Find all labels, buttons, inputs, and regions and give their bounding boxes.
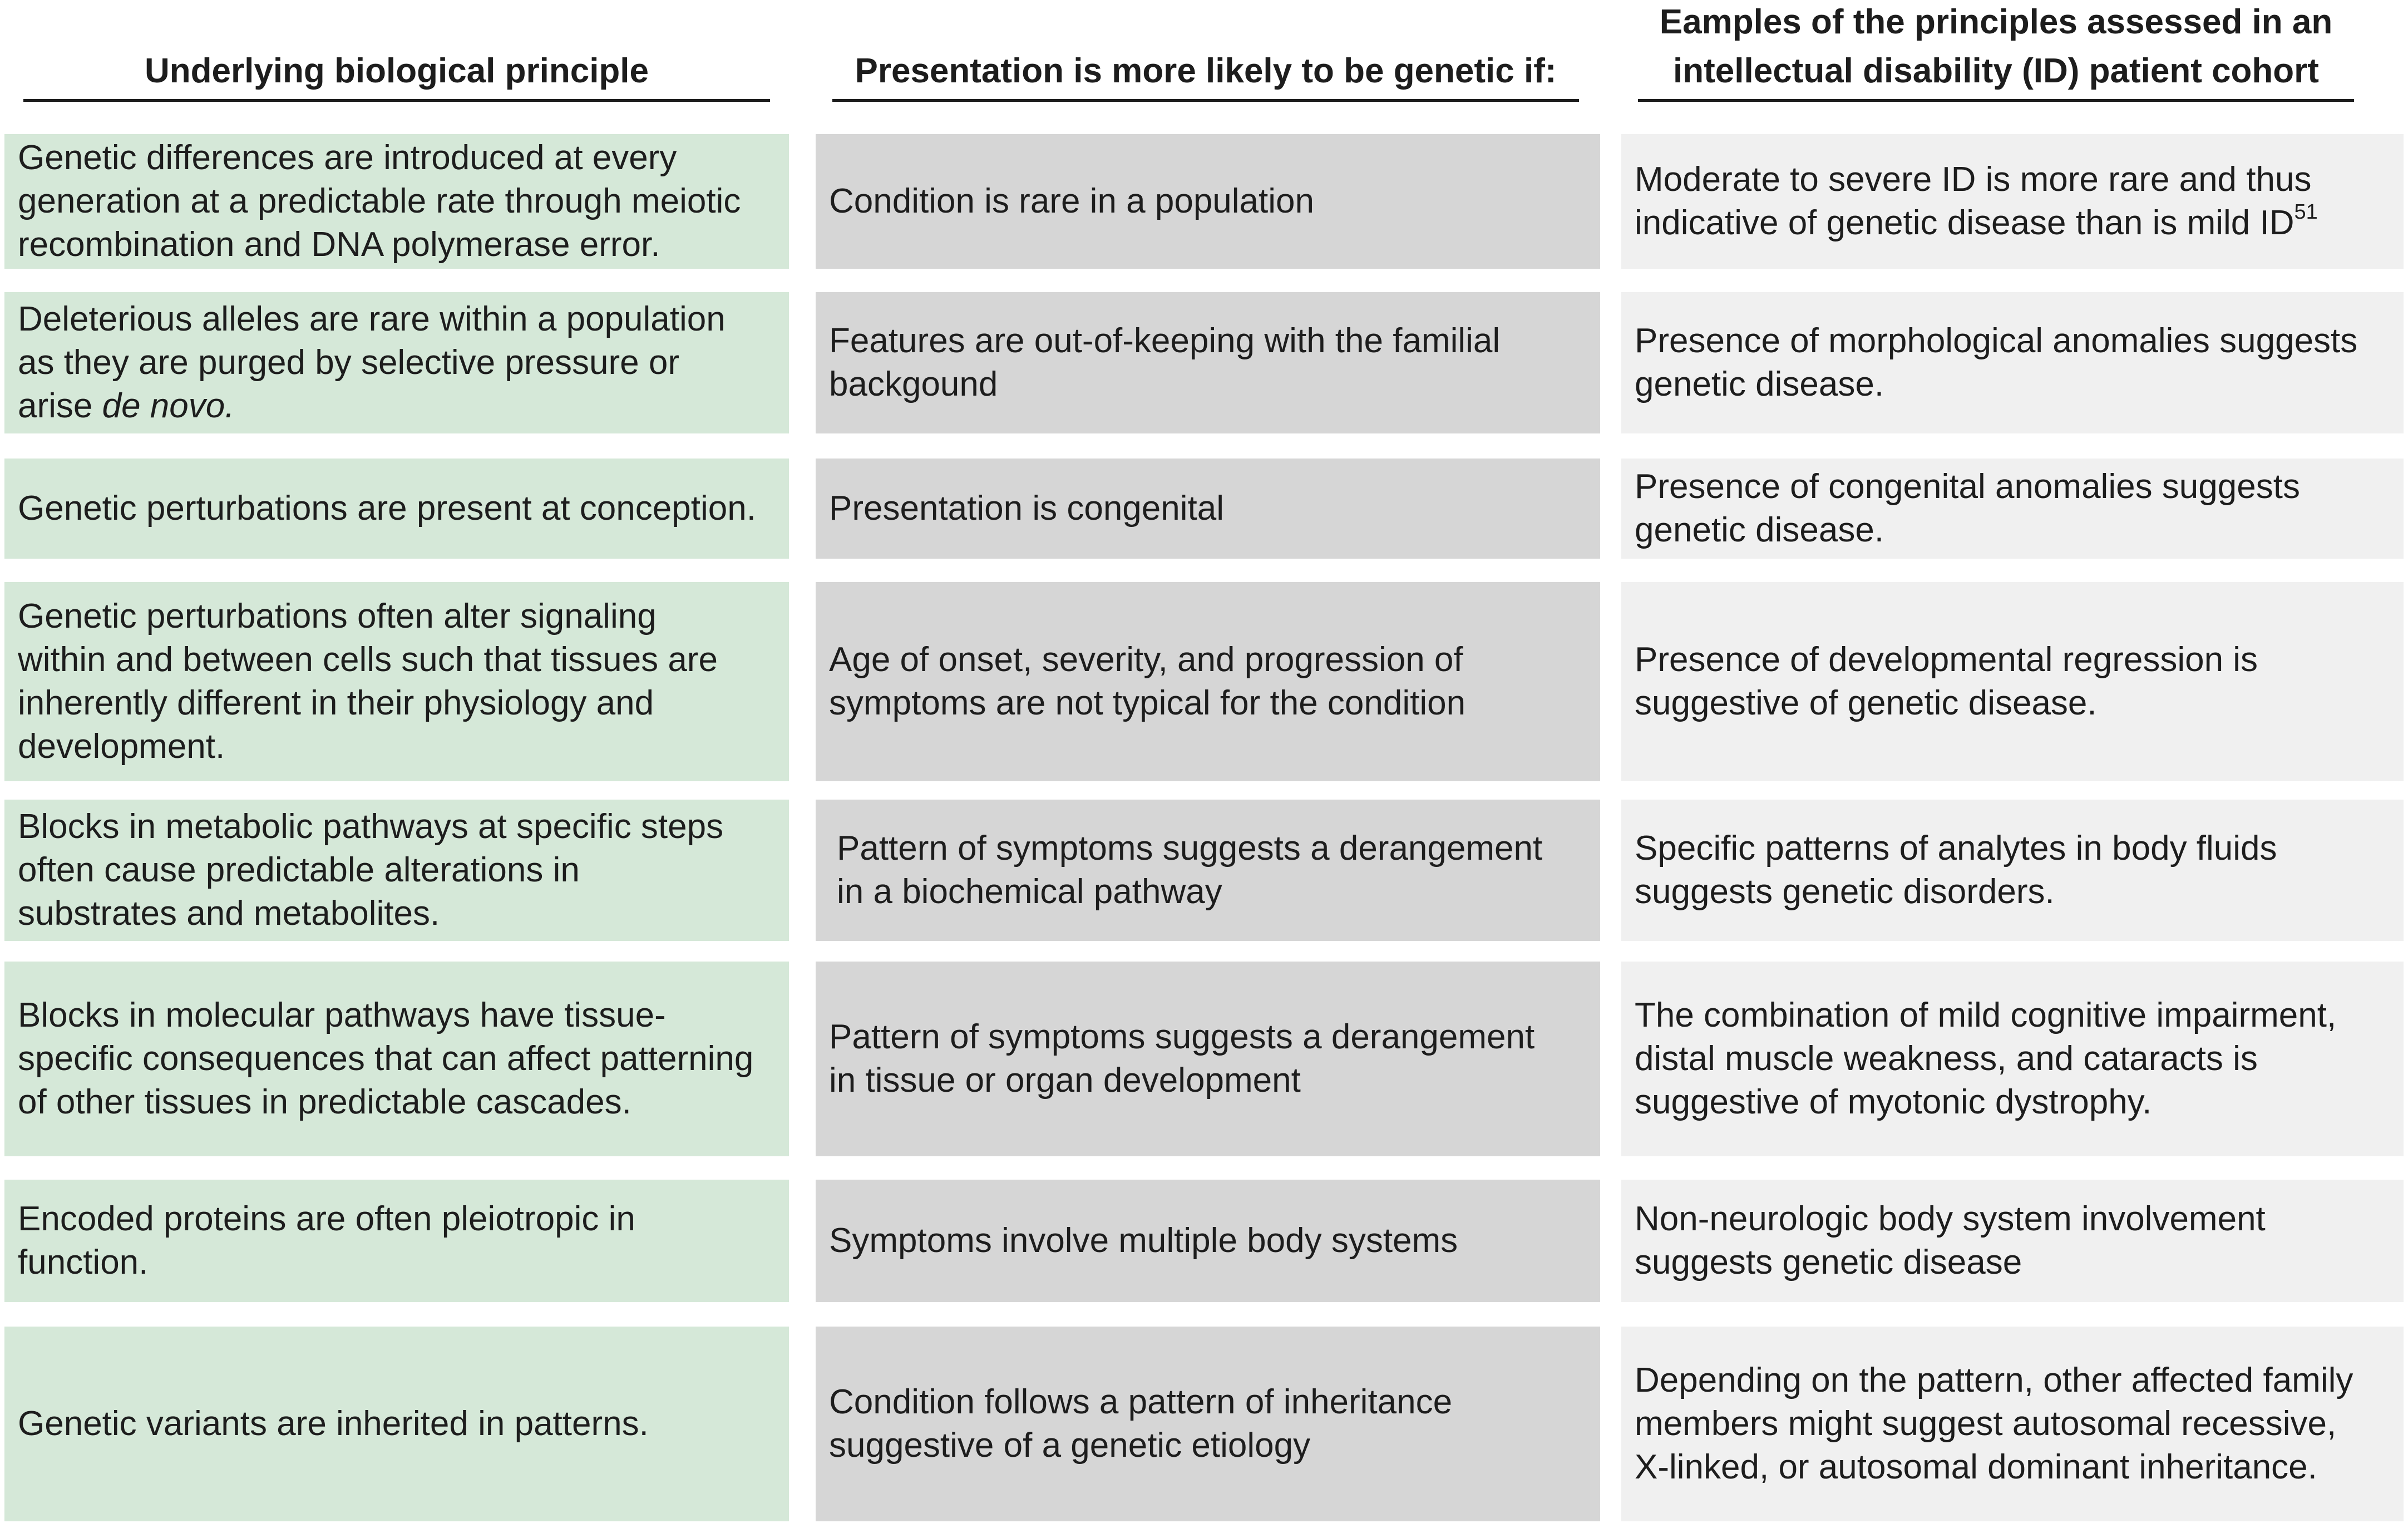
table-row-5-principle: Blocks in metabolic pathways at specific… (4, 800, 789, 941)
cell-text: Blocks in molecular pathways have tissue… (18, 996, 754, 1121)
table-row-6-principle: Blocks in molecular pathways have tissue… (4, 962, 789, 1156)
header-presentation-genetic: Presentation is more likely to be geneti… (832, 0, 1579, 102)
cell-text: Symptoms involve multiple body systems (829, 1221, 1458, 1260)
header-examples-id-cohort: Eamples of the principles assessed in an… (1638, 0, 2354, 102)
table-row-6-presentation: Pattern of symptoms suggests a derangeme… (816, 962, 1600, 1156)
table-row-1-example: Moderate to severe ID is more rare and t… (1621, 134, 2404, 269)
table-row-3-presentation: Presentation is congenital (816, 459, 1600, 559)
cell-text: Moderate to severe ID is more rare and t… (1635, 158, 2318, 245)
table-row-5-example: Specific patterns of analytes in body fl… (1621, 800, 2404, 941)
table-row-2-principle: Deleterious alleles are rare within a po… (4, 292, 789, 433)
header-underlying-principle-text: Underlying biological principle (145, 52, 649, 90)
table-row-7-principle: Encoded proteins are often pleiotropic i… (4, 1180, 789, 1302)
table-row-5-presentation: Pattern of symptoms suggests a derangeme… (816, 800, 1600, 941)
cell-text: Features are out-of-keeping with the fam… (829, 322, 1501, 403)
reference-superscript: 51 (2294, 200, 2318, 224)
cell-text: Presence of developmental regression is … (1635, 640, 2258, 722)
header-examples-id-cohort-text: Eamples of the principles assessed in an… (1659, 3, 2333, 90)
cell-text: Deleterious alleles are rare within a po… (18, 298, 726, 428)
cell-text: Presence of congenital anomalies suggest… (1635, 467, 2300, 549)
cell-text: Depending on the pattern, other affected… (1635, 1361, 2353, 1486)
table-row-8-example: Depending on the pattern, other affected… (1621, 1327, 2404, 1521)
cell-text: Blocks in metabolic pathways at specific… (18, 807, 724, 933)
table-row-1-principle: Genetic differences are introduced at ev… (4, 134, 789, 269)
cell-text: Genetic differences are introduced at ev… (18, 139, 741, 264)
table-row-1-presentation: Condition is rare in a population (816, 134, 1600, 269)
header-presentation-genetic-text: Presentation is more likely to be geneti… (855, 52, 1557, 90)
cell-text: Specific patterns of analytes in body fl… (1635, 829, 2277, 911)
table-row-3-principle: Genetic perturbations are present at con… (4, 459, 789, 559)
table-row-4-example: Presence of developmental regression is … (1621, 582, 2404, 781)
table-row-6-example: The combination of mild cognitive impair… (1621, 962, 2404, 1156)
cell-text: Pattern of symptoms suggests a derangeme… (837, 829, 1543, 911)
table-row-8-principle: Genetic variants are inherited in patter… (4, 1327, 789, 1521)
example-text: Moderate to severe ID is more rare and t… (1635, 160, 2312, 242)
table-row-7-example: Non-neurologic body system involvement s… (1621, 1180, 2404, 1302)
cell-text: The combination of mild cognitive impair… (1635, 996, 2337, 1121)
table-row-2-presentation: Features are out-of-keeping with the fam… (816, 292, 1600, 433)
table-row-2-example: Presence of morphological anomalies sugg… (1621, 292, 2404, 433)
cell-text: Encoded proteins are often pleiotropic i… (18, 1200, 635, 1281)
cell-text: Presentation is congenital (829, 489, 1225, 528)
header-underlying-principle: Underlying biological principle (23, 0, 770, 102)
cell-text: Genetic variants are inherited in patter… (18, 1404, 649, 1443)
cell-text: Genetic perturbations are present at con… (18, 489, 756, 528)
table-row-4-principle: Genetic perturbations often alter signal… (4, 582, 789, 781)
cell-text: Presence of morphological anomalies sugg… (1635, 322, 2358, 403)
cell-text: Age of onset, severity, and progression … (829, 640, 1466, 722)
principle-text: Deleterious alleles are rare within a po… (18, 300, 726, 425)
table-row-7-presentation: Symptoms involve multiple body systems (816, 1180, 1600, 1302)
table-row-4-presentation: Age of onset, severity, and progression … (816, 582, 1600, 781)
italic-term: de novo. (102, 387, 235, 425)
cell-text: Genetic perturbations often alter signal… (18, 597, 718, 766)
table-row-3-example: Presence of congenital anomalies suggest… (1621, 459, 2404, 559)
table-row-8-presentation: Condition follows a pattern of inheritan… (816, 1327, 1600, 1521)
cell-text: Condition is rare in a population (829, 182, 1314, 220)
cell-text: Non-neurologic body system involvement s… (1635, 1200, 2266, 1281)
cell-text: Pattern of symptoms suggests a derangeme… (829, 1018, 1535, 1100)
cell-text: Condition follows a pattern of inheritan… (829, 1383, 1453, 1465)
